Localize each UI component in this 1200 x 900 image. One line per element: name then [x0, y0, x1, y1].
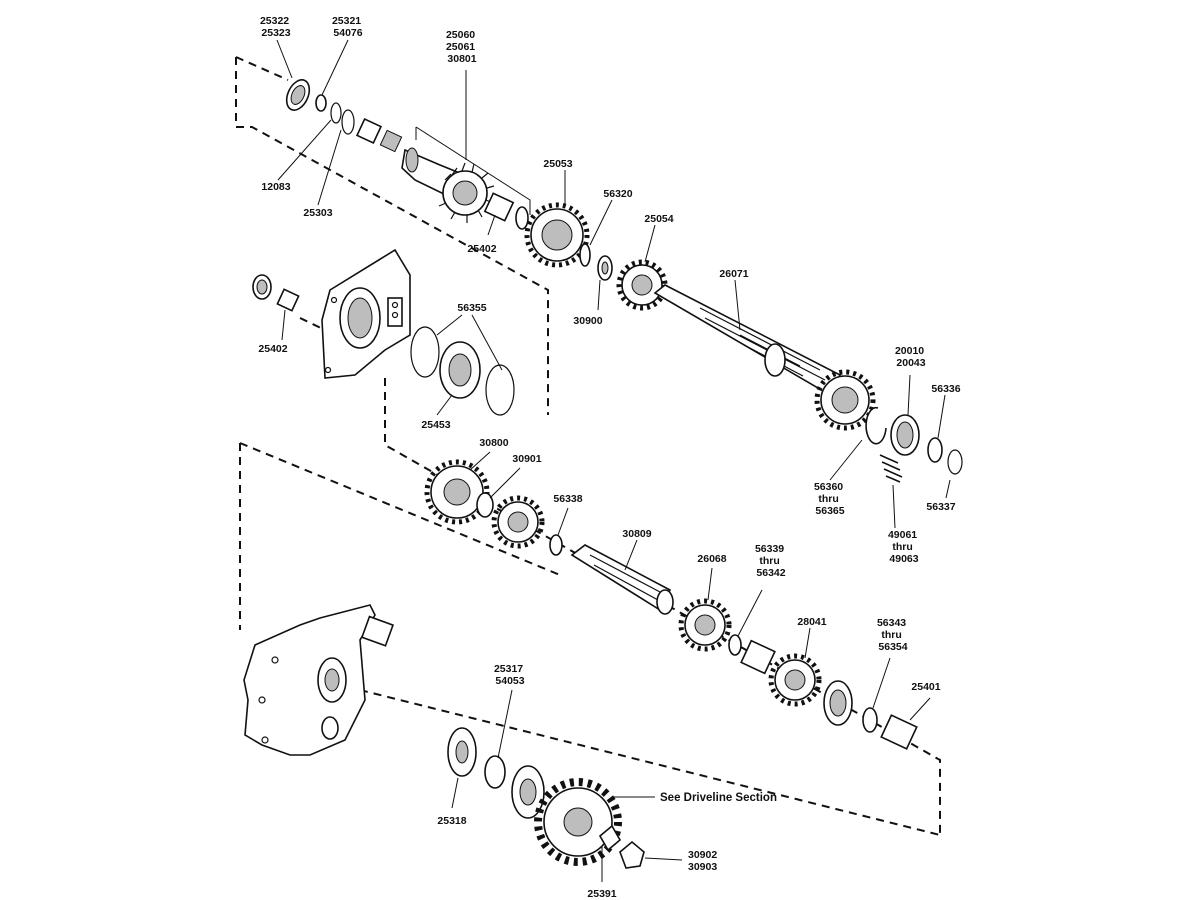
ring-12083 [330, 102, 342, 124]
main-drive-gear-25060 [401, 147, 495, 223]
label-49061: 49061 thru 49063 [888, 529, 920, 565]
label-25453: 25453 [421, 419, 450, 431]
label-26071: 26071 [719, 268, 748, 280]
label-56343: 56343 thru 56354 [877, 617, 909, 653]
ring-56339 [728, 634, 742, 656]
bearing-56343 [823, 680, 853, 726]
phantom-lines [235, 56, 941, 836]
sleeve-26068 [740, 639, 776, 675]
label-25322: 25322 25323 [260, 15, 292, 39]
label-30900: 30900 [573, 315, 602, 327]
bushing-25402-sleeve [276, 288, 300, 312]
gear-28041 [768, 653, 822, 707]
ring-56343 [862, 707, 878, 733]
label-56360: 56360 thru 56365 [814, 481, 846, 517]
mainshaft-26071 [653, 284, 842, 397]
part-labels: 25322 25323 25321 54076 25060 25061 3080… [258, 15, 960, 900]
top-shaft-assembly [285, 70, 963, 483]
label-56339: 56339 thru 56342 [755, 543, 787, 579]
label-56320: 56320 [603, 188, 632, 200]
ring-25402-top [515, 206, 529, 230]
needle-rollers-49061 [879, 454, 903, 483]
label-25401: 25401 [911, 681, 940, 693]
label-25054: 25054 [644, 213, 673, 225]
lock-tab-25391 [598, 824, 622, 852]
ring-56336 [927, 437, 943, 463]
gear-30800 [424, 459, 490, 525]
bearing-25401 [880, 714, 918, 750]
label-25402-left: 25402 [258, 343, 287, 355]
bearing-25402-top [483, 192, 515, 222]
gear-26068 [678, 598, 732, 652]
label-56355: 56355 [457, 302, 486, 314]
label-25391: 25391 [587, 888, 616, 900]
label-56336: 56336 [931, 383, 960, 395]
leader-lines [276, 39, 951, 882]
label-25303: 25303 [303, 207, 332, 219]
sleeve-bushing [355, 117, 383, 145]
bearing-25453 [439, 341, 481, 399]
label-25053: 25053 [543, 158, 572, 170]
snap-ring-56355b [485, 364, 515, 416]
countershaft-30809 [570, 544, 674, 615]
label-25060: 25060 25061 30801 [446, 29, 478, 65]
nut-30902 [619, 840, 645, 869]
drive-sprocket [534, 778, 622, 866]
gear-25053 [524, 202, 590, 268]
label-28041: 28041 [797, 616, 826, 628]
label-25317: 25317 54053 [494, 663, 526, 687]
gear-30901 [491, 495, 545, 549]
label-30809: 30809 [622, 528, 651, 540]
label-30800: 30800 [479, 437, 508, 449]
washer-30901 [476, 492, 494, 518]
ring-25303 [341, 109, 355, 135]
ring-56338 [549, 534, 563, 556]
needle-bearing-small [379, 129, 403, 153]
transmission-housing [243, 604, 395, 756]
ring-25321 [315, 94, 327, 112]
snap-ring-56360 [865, 406, 887, 445]
label-30901: 30901 [512, 453, 541, 465]
label-25321: 25321 54076 [332, 15, 364, 39]
plate-assembly [252, 248, 515, 416]
snap-ring-56320 [579, 243, 591, 267]
label-25318: 25318 [437, 815, 466, 827]
label-25402-top: 25402 [467, 243, 496, 255]
flange-hub [511, 765, 545, 819]
label-30902: 30902 30903 [688, 849, 720, 873]
countershaft-assembly [424, 459, 918, 750]
label-56338: 56338 [553, 493, 582, 505]
label-20010: 20010 20043 [895, 345, 927, 369]
bearing-20010 [890, 414, 920, 456]
label-12083: 12083 [261, 181, 290, 193]
label-26068: 26068 [697, 553, 726, 565]
snap-ring-56355a [410, 326, 440, 378]
housing-assembly [243, 604, 645, 869]
gear-26071-end [814, 369, 876, 431]
cover-25318 [447, 727, 477, 777]
seal-25322 [285, 79, 311, 111]
ring-56337 [947, 449, 963, 475]
seal-25317 [484, 755, 506, 789]
gear-25054 [616, 259, 668, 311]
side-plate [321, 248, 411, 379]
bushing-25402-left [252, 274, 272, 300]
label-driveline-section: See Driveline Section [660, 792, 777, 804]
label-56337: 56337 [926, 501, 955, 513]
